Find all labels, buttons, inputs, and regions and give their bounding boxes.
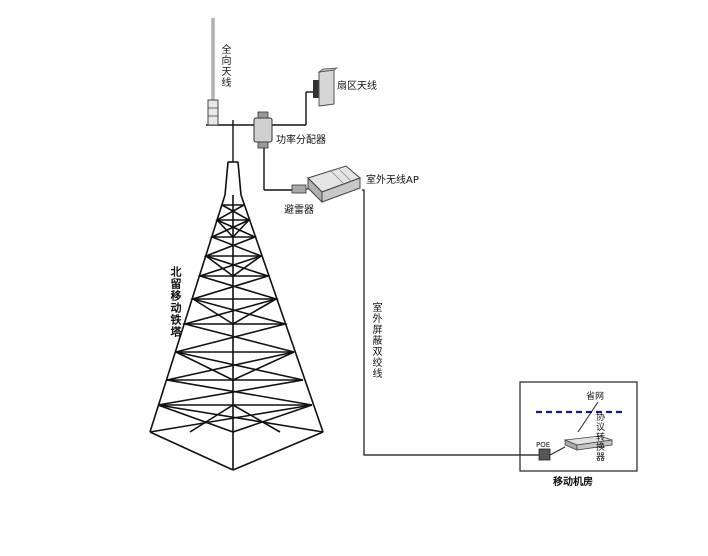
shielded-cable bbox=[362, 189, 540, 456]
lattice-tower bbox=[149, 161, 324, 471]
power-splitter-label: 功率分配器 bbox=[276, 135, 326, 146]
poe-label: POE bbox=[536, 441, 551, 449]
converter-label: 协议转换器 bbox=[594, 412, 604, 462]
outdoor-ap bbox=[307, 165, 361, 204]
power-splitter bbox=[253, 111, 273, 149]
outdoor-ap-label: 室外无线AP bbox=[366, 175, 419, 186]
sector-antenna bbox=[313, 67, 339, 107]
omni-antenna bbox=[207, 18, 219, 126]
machine-room-label: 移动机房 bbox=[553, 477, 593, 488]
machine-room-box bbox=[519, 381, 638, 472]
network-label: 省网 bbox=[586, 392, 605, 402]
cable-label: 室外屏蔽双绞线 bbox=[370, 302, 381, 379]
lightning-arrester-label: 避雷器 bbox=[284, 205, 314, 216]
sector-antenna-label: 扇区天线 bbox=[337, 81, 377, 92]
tower-label: 北留移动铁塔 bbox=[169, 266, 182, 338]
omni-antenna-label: 全向天线 bbox=[219, 44, 230, 88]
